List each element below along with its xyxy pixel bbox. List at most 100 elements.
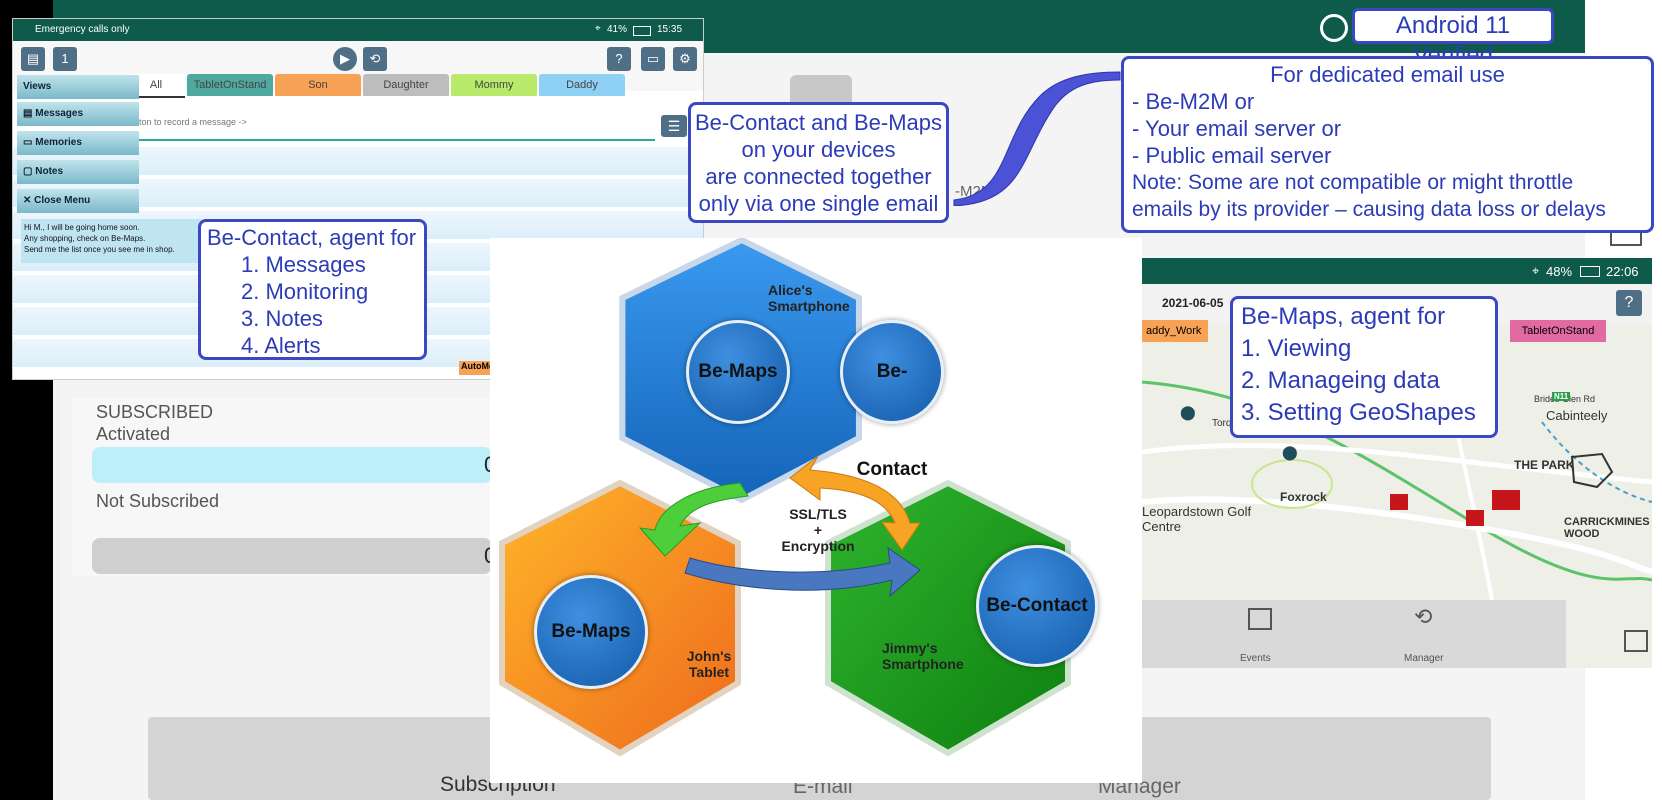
menu-item-close-label: Close Menu [34, 195, 91, 206]
callout-line: only via one single email [698, 191, 939, 216]
menu-item-messages-label: Messages [35, 108, 84, 119]
tab-daughter[interactable]: Daughter [363, 74, 449, 96]
map-icon [1248, 608, 1272, 630]
refresh-icon: ⟲ [1414, 604, 1433, 629]
subscribed-count-bar[interactable]: 0 [92, 447, 496, 483]
menu-item-close[interactable]: ✕ Close Menu [17, 189, 139, 213]
alarm-icon [1320, 14, 1348, 42]
message-input-placeholder: ton to record a message -> [139, 117, 247, 127]
node-label: Be-Contact [986, 595, 1088, 616]
maps-tab-label: addy_Work [1146, 325, 1202, 337]
map-label: THE PARK [1514, 458, 1575, 472]
app-icon [790, 75, 852, 105]
status-time: 15:35 [657, 24, 683, 35]
help-icon[interactable]: ? [607, 47, 631, 71]
chat-icon[interactable]: ▤ [21, 47, 45, 71]
nav-manager[interactable]: Manager [1404, 653, 1444, 664]
maps-tab-daddy-work[interactable]: addy_Work [1142, 320, 1208, 342]
menu-item-notes[interactable]: ▢ Notes [17, 160, 139, 184]
callout-title: Be-Contact, agent for [207, 225, 417, 250]
menu-item-notes-label: Notes [35, 166, 64, 177]
node-label: Be-Maps [551, 621, 631, 642]
status-carrier: Emergency calls only [35, 24, 130, 35]
tab-son-label: Son [308, 79, 328, 91]
tab-daddy[interactable]: Daddy [539, 74, 625, 96]
callout-item: 2. Manageing data [1241, 367, 1440, 394]
map-pin-icon[interactable]: ⬤ [1180, 404, 1196, 420]
map-pin-icon[interactable]: ⬤ [1282, 444, 1298, 460]
location-icon: ⌖ [595, 23, 601, 34]
callout-line: - Be-M2M or [1132, 89, 1255, 114]
vehicle-icon[interactable] [1390, 494, 1408, 510]
callout-item: 1. Viewing [1241, 335, 1352, 362]
automate-label-text: AutoMe [461, 361, 494, 371]
callout-line: Note: Some are not compatible or might t… [1132, 171, 1574, 194]
architecture-diagram: Be-Maps Be-Contact Be-Maps Be-Contact Al… [490, 238, 1142, 783]
john-be-maps-node: Be-Maps [534, 575, 648, 689]
map-label: N11 [1552, 392, 1571, 401]
tab-daughter-label: Daughter [383, 79, 429, 91]
status-battery: 41% [607, 24, 628, 35]
timer-icon[interactable]: ▶ [333, 47, 357, 71]
page-icon[interactable]: 1 [53, 47, 77, 71]
automate-label: AutoMe [459, 361, 496, 375]
maps-status-bar: ⌖ 48% 22:06 [1142, 258, 1652, 284]
nav-events[interactable]: Events [1240, 653, 1271, 664]
maps-date[interactable]: 2021-06-05 [1162, 296, 1224, 310]
be-contact-agent-callout: Be-Contact, agent for 1. Messages 2. Mon… [198, 219, 427, 360]
map-label: CARRICKMINES WOOD [1564, 516, 1650, 540]
message-input[interactable]: ton to record a message -> [139, 117, 655, 141]
tab-mommy-label: Mommy [474, 79, 514, 91]
location-icon: ⌖ [1532, 263, 1540, 278]
message-line: Send me the list once you see me in shop… [24, 245, 175, 254]
maps-tab-tabletonstand[interactable]: TabletOnStand [1510, 320, 1606, 342]
menu-item-messages[interactable]: ▤ Messages [17, 102, 139, 126]
list-icon[interactable]: ☰ [661, 115, 687, 137]
green-arrow [638, 482, 749, 557]
tab-daddy-label: Daddy [566, 79, 598, 91]
subscribed-subtitle: Activated [96, 424, 171, 444]
contact-icon[interactable] [1624, 630, 1648, 652]
alice-be-maps-node: Be-Maps [686, 320, 790, 424]
jimmy-be-contact-node: Be-Contact [976, 545, 1098, 667]
menu-item-memories-label: Memories [35, 137, 82, 148]
node-label: Be-Contact [856, 361, 928, 480]
tab-son[interactable]: Son [275, 74, 361, 96]
vehicle-icon[interactable] [1466, 510, 1484, 526]
john-label: John's Tablet [686, 648, 732, 680]
callout-item: 4. Alerts [241, 333, 321, 358]
battery-icon [1580, 266, 1600, 277]
tab-tabletonstand-label: TabletOnStand [193, 79, 267, 91]
callout-line: - Public email server [1132, 143, 1332, 168]
maps-help-icon[interactable]: ? [1616, 290, 1642, 316]
maps-tab-label: TabletOnStand [1521, 325, 1595, 337]
callout-line: are connected together [705, 164, 932, 189]
maps-status-time: 22:06 [1606, 264, 1639, 279]
tab-all-label: All [149, 79, 163, 91]
message-line: Hi M., I will be going home soon. [24, 223, 140, 232]
callout-line: - Your email server or [1132, 116, 1342, 141]
gear-icon[interactable]: ⚙ [673, 47, 697, 71]
android-verified-badge: Android 11 Verified [1352, 8, 1554, 69]
vehicle-icon[interactable] [1492, 490, 1520, 510]
maps-status-battery: 48% [1546, 264, 1573, 279]
tab-tabletonstand[interactable]: TabletOnStand [187, 74, 273, 96]
not-subscribed-count-bar[interactable]: 0 [92, 538, 496, 574]
callout-item: 1. Messages [241, 252, 366, 277]
status-bar: Emergency calls only ⌖ 41% 15:35 [13, 19, 703, 41]
callout-line: on your devices [741, 137, 896, 162]
callout-title: Be-Maps, agent for [1241, 303, 1446, 330]
menu-item-memories[interactable]: ▭ Memories [17, 131, 139, 155]
blue-arrow [684, 546, 921, 598]
jimmy-label: Jimmy's Smartphone [882, 640, 964, 672]
be-maps-agent-callout: Be-Maps, agent for 1. Viewing 2. Managei… [1230, 296, 1498, 438]
callout-line: emails by its provider – causing data lo… [1132, 198, 1606, 221]
tab-mommy[interactable]: Mommy [451, 74, 537, 96]
callout-line: For dedicated email use [1270, 62, 1505, 87]
sync-off-icon[interactable]: ⟲ [363, 47, 387, 71]
frame-icon[interactable]: ▭ [641, 47, 665, 71]
menu-views: Views [17, 75, 139, 99]
map-label: Leopardstown Golf Centre [1142, 504, 1252, 534]
message-bubble[interactable]: Hi M., I will be going home soon. Any sh… [21, 219, 201, 263]
maps-bottom-nav [1142, 600, 1566, 668]
